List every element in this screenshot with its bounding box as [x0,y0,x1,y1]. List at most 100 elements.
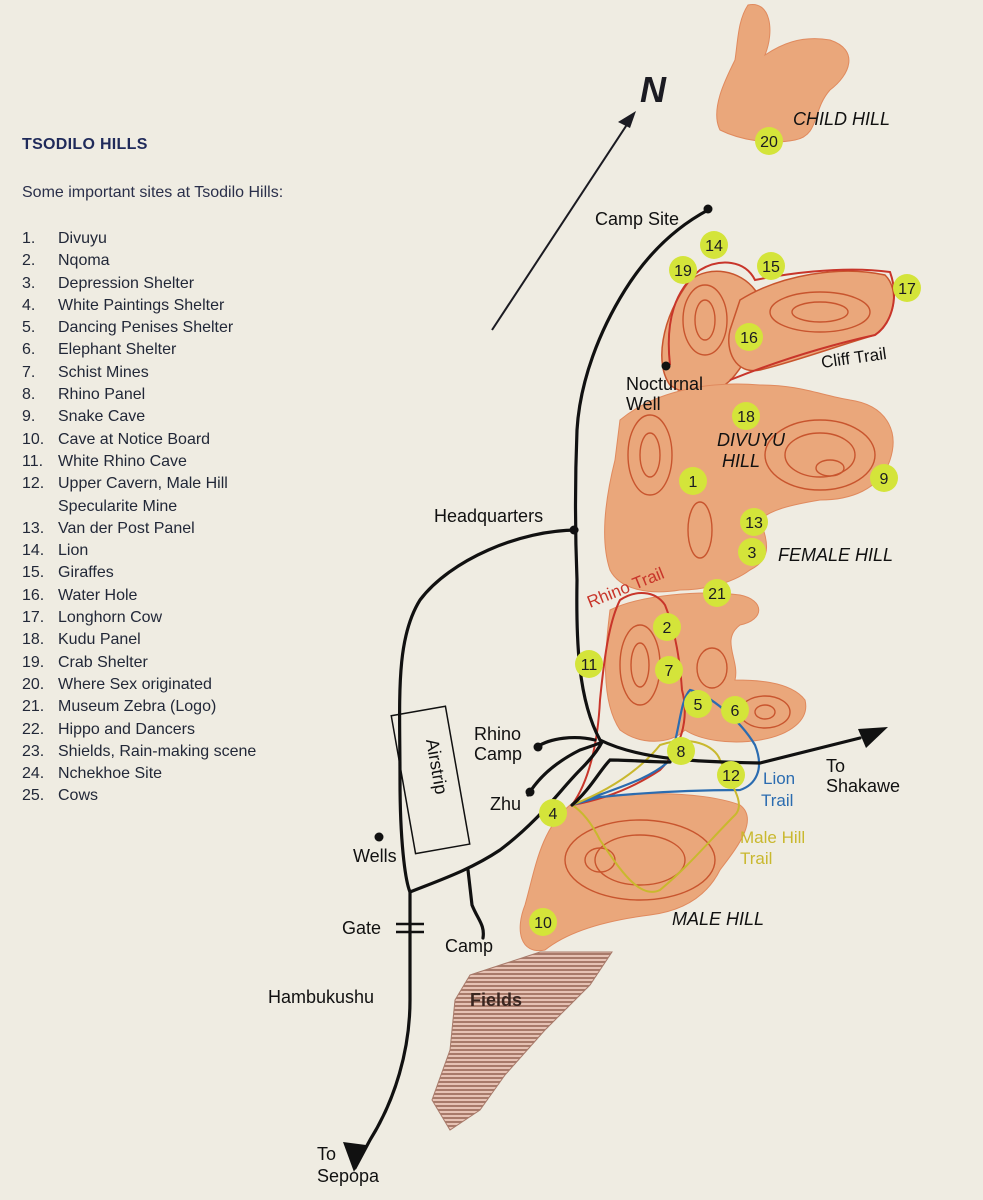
site-marker-4: 4 [539,799,567,827]
place-labels: Camp Site Nocturnal Well Headquarters Rh… [268,209,900,1186]
road-camp-site [573,208,862,765]
nocturnal-label: Nocturnal [626,374,703,394]
male-trail-label-1: Male Hill [740,828,805,847]
legend-title: TSODILO HILLS [22,136,148,153]
legend-item: 4.White Paintings Shelter [22,295,312,317]
site-marker-number: 11 [581,657,598,674]
divuyu-label-2: HILL [722,451,760,471]
legend-item-number: 5. [22,319,36,337]
roads [353,208,862,1170]
legend-item: 11.White Rhino Cave [22,451,312,473]
road-rhino-camp [535,736,597,749]
legend-item-number: 12. [22,475,45,493]
legend-item-name: Shields, Rain-making scene [58,742,257,760]
legend-item-name: Kudu Panel [58,631,141,649]
rhino-camp-label-1: Rhino [474,724,521,744]
legend-item: 17.Longhorn Cow [22,607,312,629]
site-marker-number: 15 [762,259,780,276]
hill-labels: CHILD HILL DIVUYU HILL FEMALE HILL MALE … [672,109,893,929]
site-marker-number: 3 [748,545,757,562]
site-marker-circle [679,467,707,495]
site-marker-number: 20 [760,134,778,151]
camp-site-label: Camp Site [595,209,679,229]
site-marker-number: 4 [549,806,558,823]
legend-item: 3.Depression Shelter [22,273,312,295]
site-marker-number: 14 [705,238,723,255]
divuyu-label-1: DIVUYU [717,430,786,450]
female-hill-label: FEMALE HILL [778,545,893,565]
legend-item: 1.Divuyu [22,228,312,250]
legend-item: 21.Museum Zebra (Logo) [22,696,312,718]
legend-item: 12.Upper Cavern, Male Hill [22,473,312,495]
headquarters-label: Headquarters [434,506,543,526]
legend-item-number: 14. [22,542,45,560]
gate-icon [396,922,424,934]
legend-item-name: Dancing Penises Shelter [58,319,234,337]
legend-item-number: 7. [22,363,36,381]
fields-label: Fields [470,990,522,1010]
nocturnal-well-dot [661,361,671,371]
legend-item-number: 23. [22,742,45,760]
site-marker-number: 18 [737,409,755,426]
well-label: Well [626,394,661,414]
divuyu-hill [604,383,894,593]
site-marker-circle [653,613,681,641]
headquarters-dot [569,525,579,535]
site-marker-12: 12 [717,761,745,789]
site-marker-number: 7 [665,663,674,680]
child-hill [716,4,850,143]
wells-dot [374,832,384,842]
site-marker-circle [539,799,567,827]
north-arrow: N [491,69,667,331]
site-marker-number: 21 [708,586,726,603]
site-marker-circle [703,579,731,607]
site-marker-circle [684,690,712,718]
legend-item-number: 18. [22,631,45,649]
legend-item-name: Crab Shelter [58,653,148,671]
zhu-label: Zhu [490,794,521,814]
legend-item: 6.Elephant Shelter [22,339,312,361]
legend-intro: Some important sites at Tsodilo Hills: [22,184,284,201]
rhino-camp-label-2: Camp [474,744,522,764]
site-marker-circle [757,252,785,280]
legend-item-name: Nchekhoe Site [58,765,163,783]
zhu-dot [525,787,535,797]
site-marker-5: 5 [684,690,712,718]
site-marker-number: 2 [663,620,672,637]
site-marker-number: 13 [745,515,763,532]
site-marker-circle [755,127,783,155]
sepopa-arrow [343,1142,366,1172]
site-marker-7: 7 [655,656,683,684]
site-marker-circle [575,650,603,678]
lion-trail-label-2: Trail [761,791,793,810]
legend-item: 18. Kudu Panel [22,629,312,651]
legend-item-number: 1. [22,230,36,247]
site-marker-6: 6 [721,696,749,724]
legend-item: 23. Shields, Rain-making scene [22,741,312,763]
north-label: N [640,69,667,110]
legend-item: 13.Van der Post Panel [22,518,312,540]
site-marker-10: 10 [529,908,557,936]
legend-item-number: 21. [22,698,45,716]
site-marker-17: 17 [893,274,921,302]
legend-item-name: Hippo and Dancers [58,720,195,738]
camp-label: Camp [445,936,493,956]
legend-item-name: White Rhino Cave [58,452,187,470]
legend-item-name: Lion [58,542,89,560]
site-marker-20: 20 [755,127,783,155]
legend-item-name: White Paintings Shelter [58,296,225,314]
site-marker-number: 19 [674,263,692,280]
site-marker-number: 16 [740,330,758,347]
fields-area [431,951,613,1131]
to-sepopa-label-1: To [317,1144,336,1164]
to-shakawe-label-2: Shakawe [826,776,900,796]
wells-label: Wells [353,846,397,866]
legend-item-number: 10. [22,430,45,448]
road-arrows [343,727,888,1172]
road-zhu [526,740,604,797]
legend-item: 10.Cave at Notice Board [22,429,312,451]
road-south [353,890,412,1170]
site-marker-circle [738,538,766,566]
